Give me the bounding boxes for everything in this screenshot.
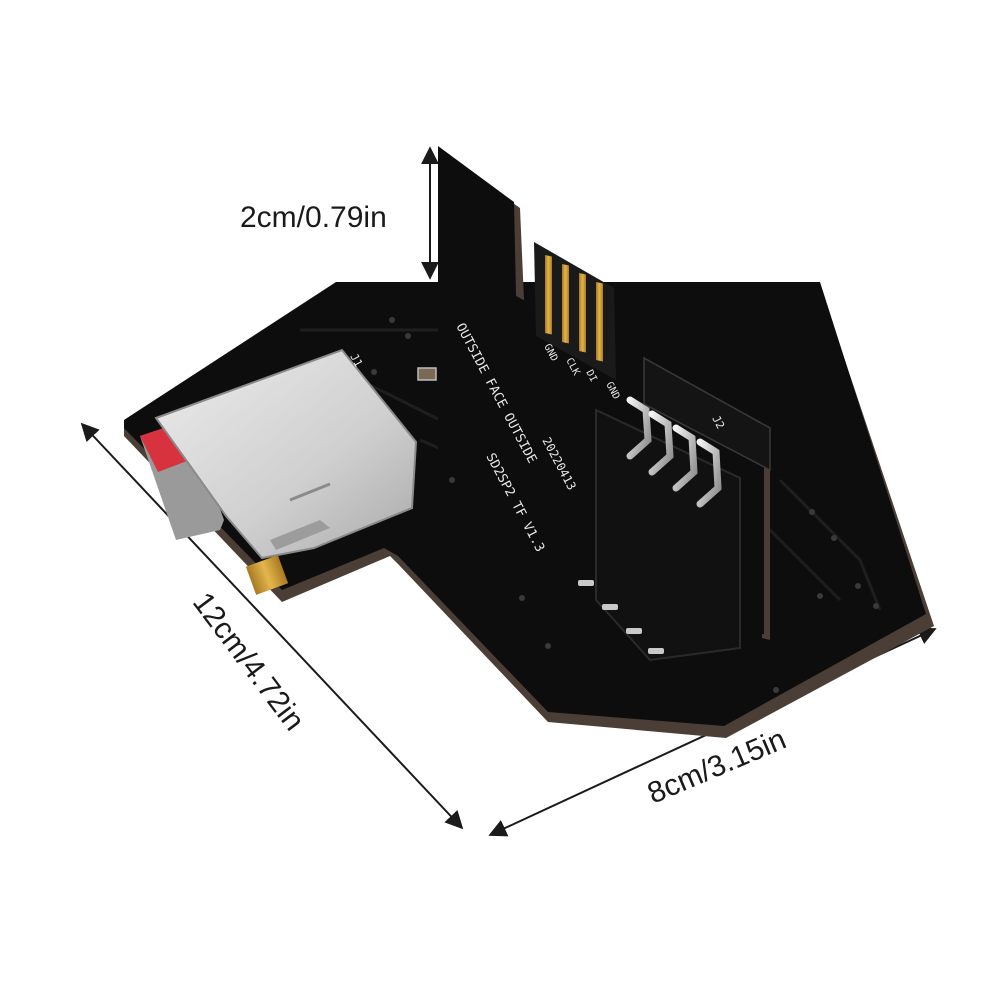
smd-component (417, 367, 437, 381)
board-pin-3-text: DI (583, 368, 598, 384)
board-j2-text: J2 (709, 413, 727, 431)
riser-board-edge (438, 150, 770, 640)
header-pins (626, 396, 722, 508)
tf-card-slot-line (289, 482, 331, 502)
tf-slot-gold-contacts (245, 555, 289, 595)
board-j1-text: J1 (347, 351, 365, 369)
pcb-vias (371, 317, 879, 693)
tf-card-slot-detail (270, 520, 330, 550)
j2-sub-board (643, 356, 771, 472)
length-dimension-arrow (80, 422, 464, 830)
smd-pads (578, 580, 664, 654)
gold-edge-connector (534, 242, 616, 380)
tf-card-slot (154, 348, 418, 560)
height-dimension-label: 2cm/0.79in (240, 201, 387, 234)
